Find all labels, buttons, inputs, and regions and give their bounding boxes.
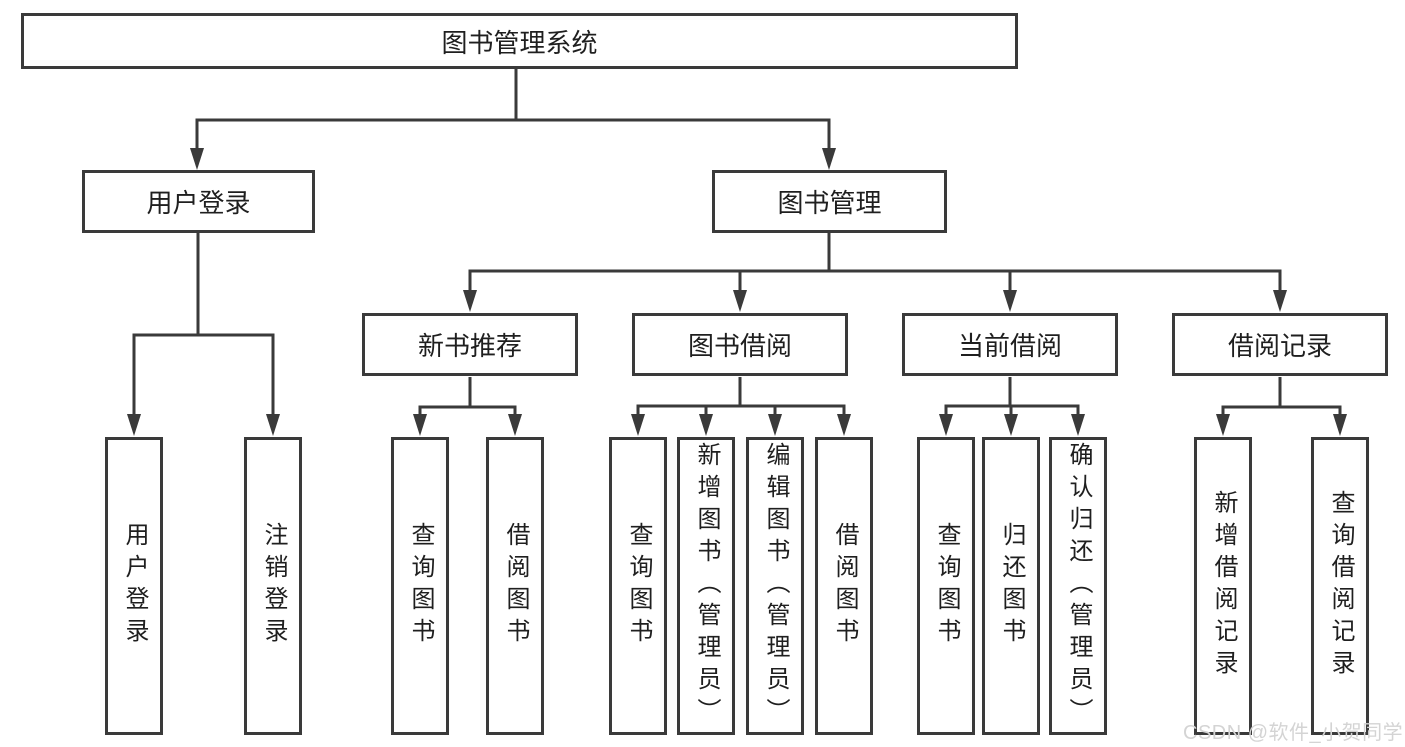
node-current-borrowing: 当前借阅	[902, 313, 1118, 376]
node-root-label: 图书管理系统	[441, 27, 598, 58]
node-book-management: 图书管理	[712, 170, 947, 233]
arrow-down-icon	[631, 414, 645, 436]
leaf-bb-add-book-admin: 新增图书（管理员）	[677, 437, 735, 735]
leaf-nb-query-books-label: 查询图书	[407, 522, 434, 650]
connector-new-books-to-leaves	[413, 377, 522, 436]
leaf-cb-confirm-return-admin: 确认归还（管理员）	[1049, 437, 1107, 735]
leaf-cb-query-books: 查询图书	[917, 437, 975, 735]
arrow-down-icon	[699, 414, 713, 436]
arrow-down-icon	[939, 414, 953, 436]
leaf-br-query-borrow-record-label: 查询借阅记录	[1327, 490, 1354, 682]
arrow-down-icon	[1216, 414, 1230, 436]
arrow-down-icon	[768, 414, 782, 436]
leaf-bb-add-book-admin-label: 新增图书（管理员）	[693, 442, 720, 730]
leaf-cb-return-books: 归还图书	[982, 437, 1040, 735]
arrow-down-icon	[1004, 414, 1018, 436]
node-user-login-label: 用户登录	[146, 188, 251, 218]
leaf-bb-edit-book-admin-label: 编辑图书（管理员）	[762, 442, 789, 730]
node-book-borrowing: 图书借阅	[632, 313, 848, 376]
leaf-nb-query-books: 查询图书	[391, 437, 449, 735]
leaf-cb-confirm-return-admin-label: 确认归还（管理员）	[1065, 442, 1092, 730]
node-new-book-recommendation-label: 新书推荐	[417, 331, 522, 361]
node-borrowing-records: 借阅记录	[1172, 313, 1388, 376]
arrow-down-icon	[1273, 290, 1287, 312]
connector-book-borrowing-to-leaves	[631, 377, 851, 436]
arrow-down-icon	[127, 414, 141, 436]
leaf-cb-return-books-label: 归还图书	[998, 522, 1025, 650]
arrow-down-icon	[508, 414, 522, 436]
node-new-book-recommendation: 新书推荐	[362, 313, 578, 376]
leaf-bb-query-books: 查询图书	[609, 437, 667, 735]
leaf-bb-edit-book-admin: 编辑图书（管理员）	[746, 437, 804, 735]
arrow-down-icon	[413, 414, 427, 436]
leaf-cb-query-books-label: 查询图书	[933, 522, 960, 650]
leaf-logout: 注销登录	[244, 437, 302, 735]
leaf-nb-borrow-books: 借阅图书	[486, 437, 544, 735]
leaf-br-query-borrow-record: 查询借阅记录	[1311, 437, 1369, 735]
connector-root-to-level2	[190, 69, 836, 170]
node-current-borrowing-label: 当前借阅	[957, 331, 1062, 361]
node-borrowing-records-label: 借阅记录	[1227, 331, 1332, 361]
leaf-logout-label: 注销登录	[260, 522, 287, 650]
connector-book-management-to-level3	[463, 233, 1287, 312]
connector-borrowing-records-to-leaves	[1216, 377, 1347, 436]
arrow-down-icon	[822, 148, 836, 170]
arrow-down-icon	[190, 148, 204, 170]
connector-current-borrowing-to-leaves	[939, 377, 1085, 436]
leaf-bb-borrow-books: 借阅图书	[815, 437, 873, 735]
leaf-bb-query-books-label: 查询图书	[625, 522, 652, 650]
arrow-down-icon	[463, 290, 477, 312]
arrow-down-icon	[733, 290, 747, 312]
leaf-br-add-borrow-record-label: 新增借阅记录	[1210, 490, 1237, 682]
connector-user-login-to-leaves	[127, 233, 280, 436]
leaf-nb-borrow-books-label: 借阅图书	[502, 522, 529, 650]
arrow-down-icon	[266, 414, 280, 436]
arrow-down-icon	[837, 414, 851, 436]
leaf-user-login: 用户登录	[105, 437, 163, 735]
arrow-down-icon	[1071, 414, 1085, 436]
node-book-management-label: 图书管理	[777, 188, 882, 218]
watermark-text: CSDN @软件_小贺同学	[1183, 722, 1404, 744]
node-book-borrowing-label: 图书借阅	[687, 331, 792, 361]
arrow-down-icon	[1003, 290, 1017, 312]
arrow-down-icon	[1333, 414, 1347, 436]
leaf-br-add-borrow-record: 新增借阅记录	[1194, 437, 1252, 735]
node-root: 图书管理系统	[21, 13, 1018, 69]
leaf-bb-borrow-books-label: 借阅图书	[831, 522, 858, 650]
node-user-login: 用户登录	[82, 170, 315, 233]
leaf-user-login-label: 用户登录	[121, 522, 148, 650]
